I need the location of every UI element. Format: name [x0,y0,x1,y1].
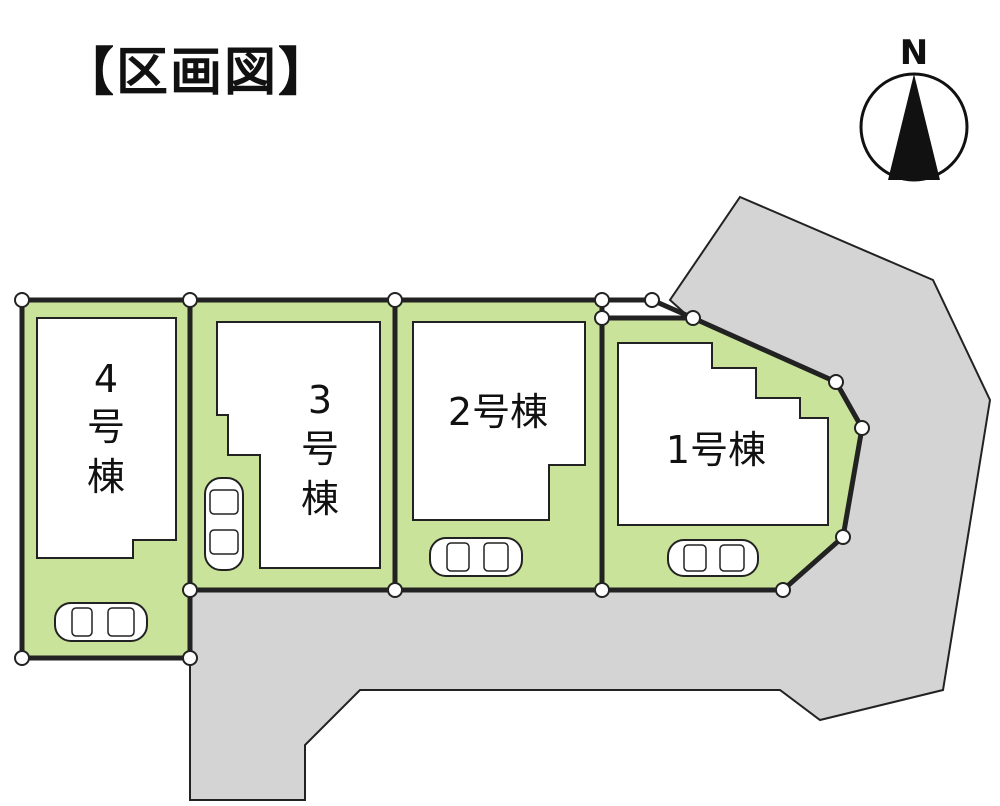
compass-north-label: N [900,33,928,73]
page-title: 【区画図】 [62,43,333,103]
lot-4-label-to: 棟 [87,455,125,499]
lot-3-parking-car-icon [204,477,244,571]
lot-4-parking-car-icon [54,602,148,642]
lot-3-label-number: 3 [308,378,332,422]
lot-3-label-to: 棟 [301,477,339,521]
north-compass-icon: N [859,33,969,182]
lot-1-parking-car-icon [667,539,759,577]
lot-1-building [617,342,829,526]
lot-4-label-number: 4 [94,357,118,401]
lot-4-building [36,317,177,559]
lot-2-label: 2号棟 [448,390,548,434]
lot-1-label: 1号棟 [666,428,766,472]
lot-3-label-go: 号 [301,427,339,471]
lot-3-building [216,321,381,569]
boundary-markers [14,292,870,666]
lot-4-label-go: 号 [87,405,125,449]
lot-2-building [412,321,586,521]
lot-2-parking-car-icon [429,537,523,577]
